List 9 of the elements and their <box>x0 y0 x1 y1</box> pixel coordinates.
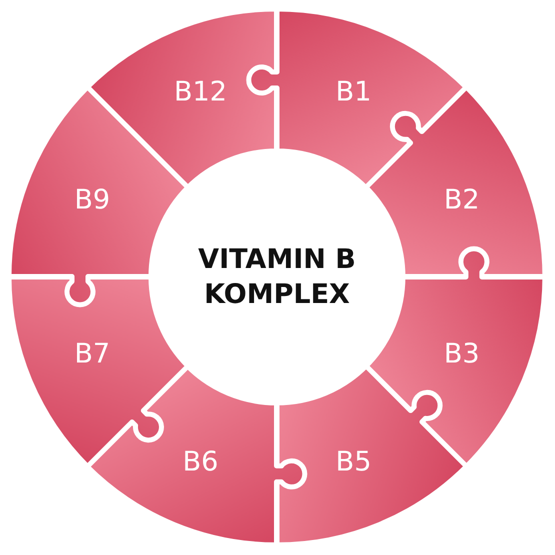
vitamin-label: B2 <box>444 184 480 216</box>
vitamin-label: B12 <box>174 76 227 108</box>
vitamin-label: B5 <box>336 446 372 478</box>
vitamin-label: B3 <box>444 338 480 370</box>
vitamin-label: B7 <box>74 338 110 370</box>
vitamin-label: B6 <box>182 446 218 478</box>
title-text: VITAMIN B KOMPLEX <box>197 242 357 312</box>
vitamin-label: B9 <box>74 184 110 216</box>
vitamin-label: B1 <box>336 76 372 108</box>
